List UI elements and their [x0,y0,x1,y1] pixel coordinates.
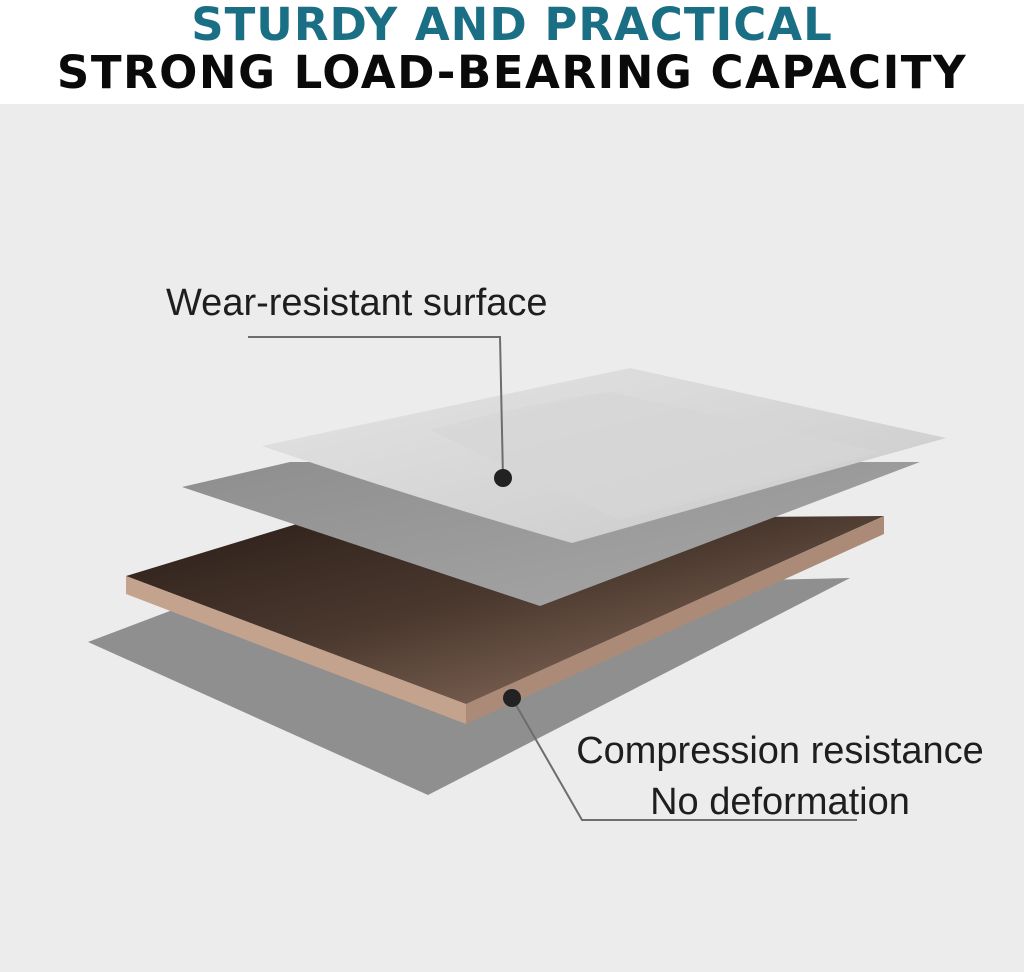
headline-secondary: STRONG LOAD-BEARING CAPACITY [56,46,968,99]
core-leader-line [511,697,857,821]
core-marker-dot [503,689,521,707]
surface-leader-line [248,336,504,479]
headline-primary: STURDY AND PRACTICAL [191,0,833,51]
core-callout-line-2: No deformation [650,781,910,823]
core-callout-line-1: Compression resistance [576,730,984,772]
surface-callout-label: Wear-resistant surface [166,282,548,324]
top-film-highlight [430,392,880,520]
surface-marker-dot [494,469,512,487]
core-callout-label: Compression resistance No deformation [540,726,1020,828]
core-board-side [466,516,884,724]
core-board-edge [126,576,466,724]
core-board-top [126,516,884,704]
header: STURDY AND PRACTICAL STRONG LOAD-BEARING… [0,0,1024,104]
